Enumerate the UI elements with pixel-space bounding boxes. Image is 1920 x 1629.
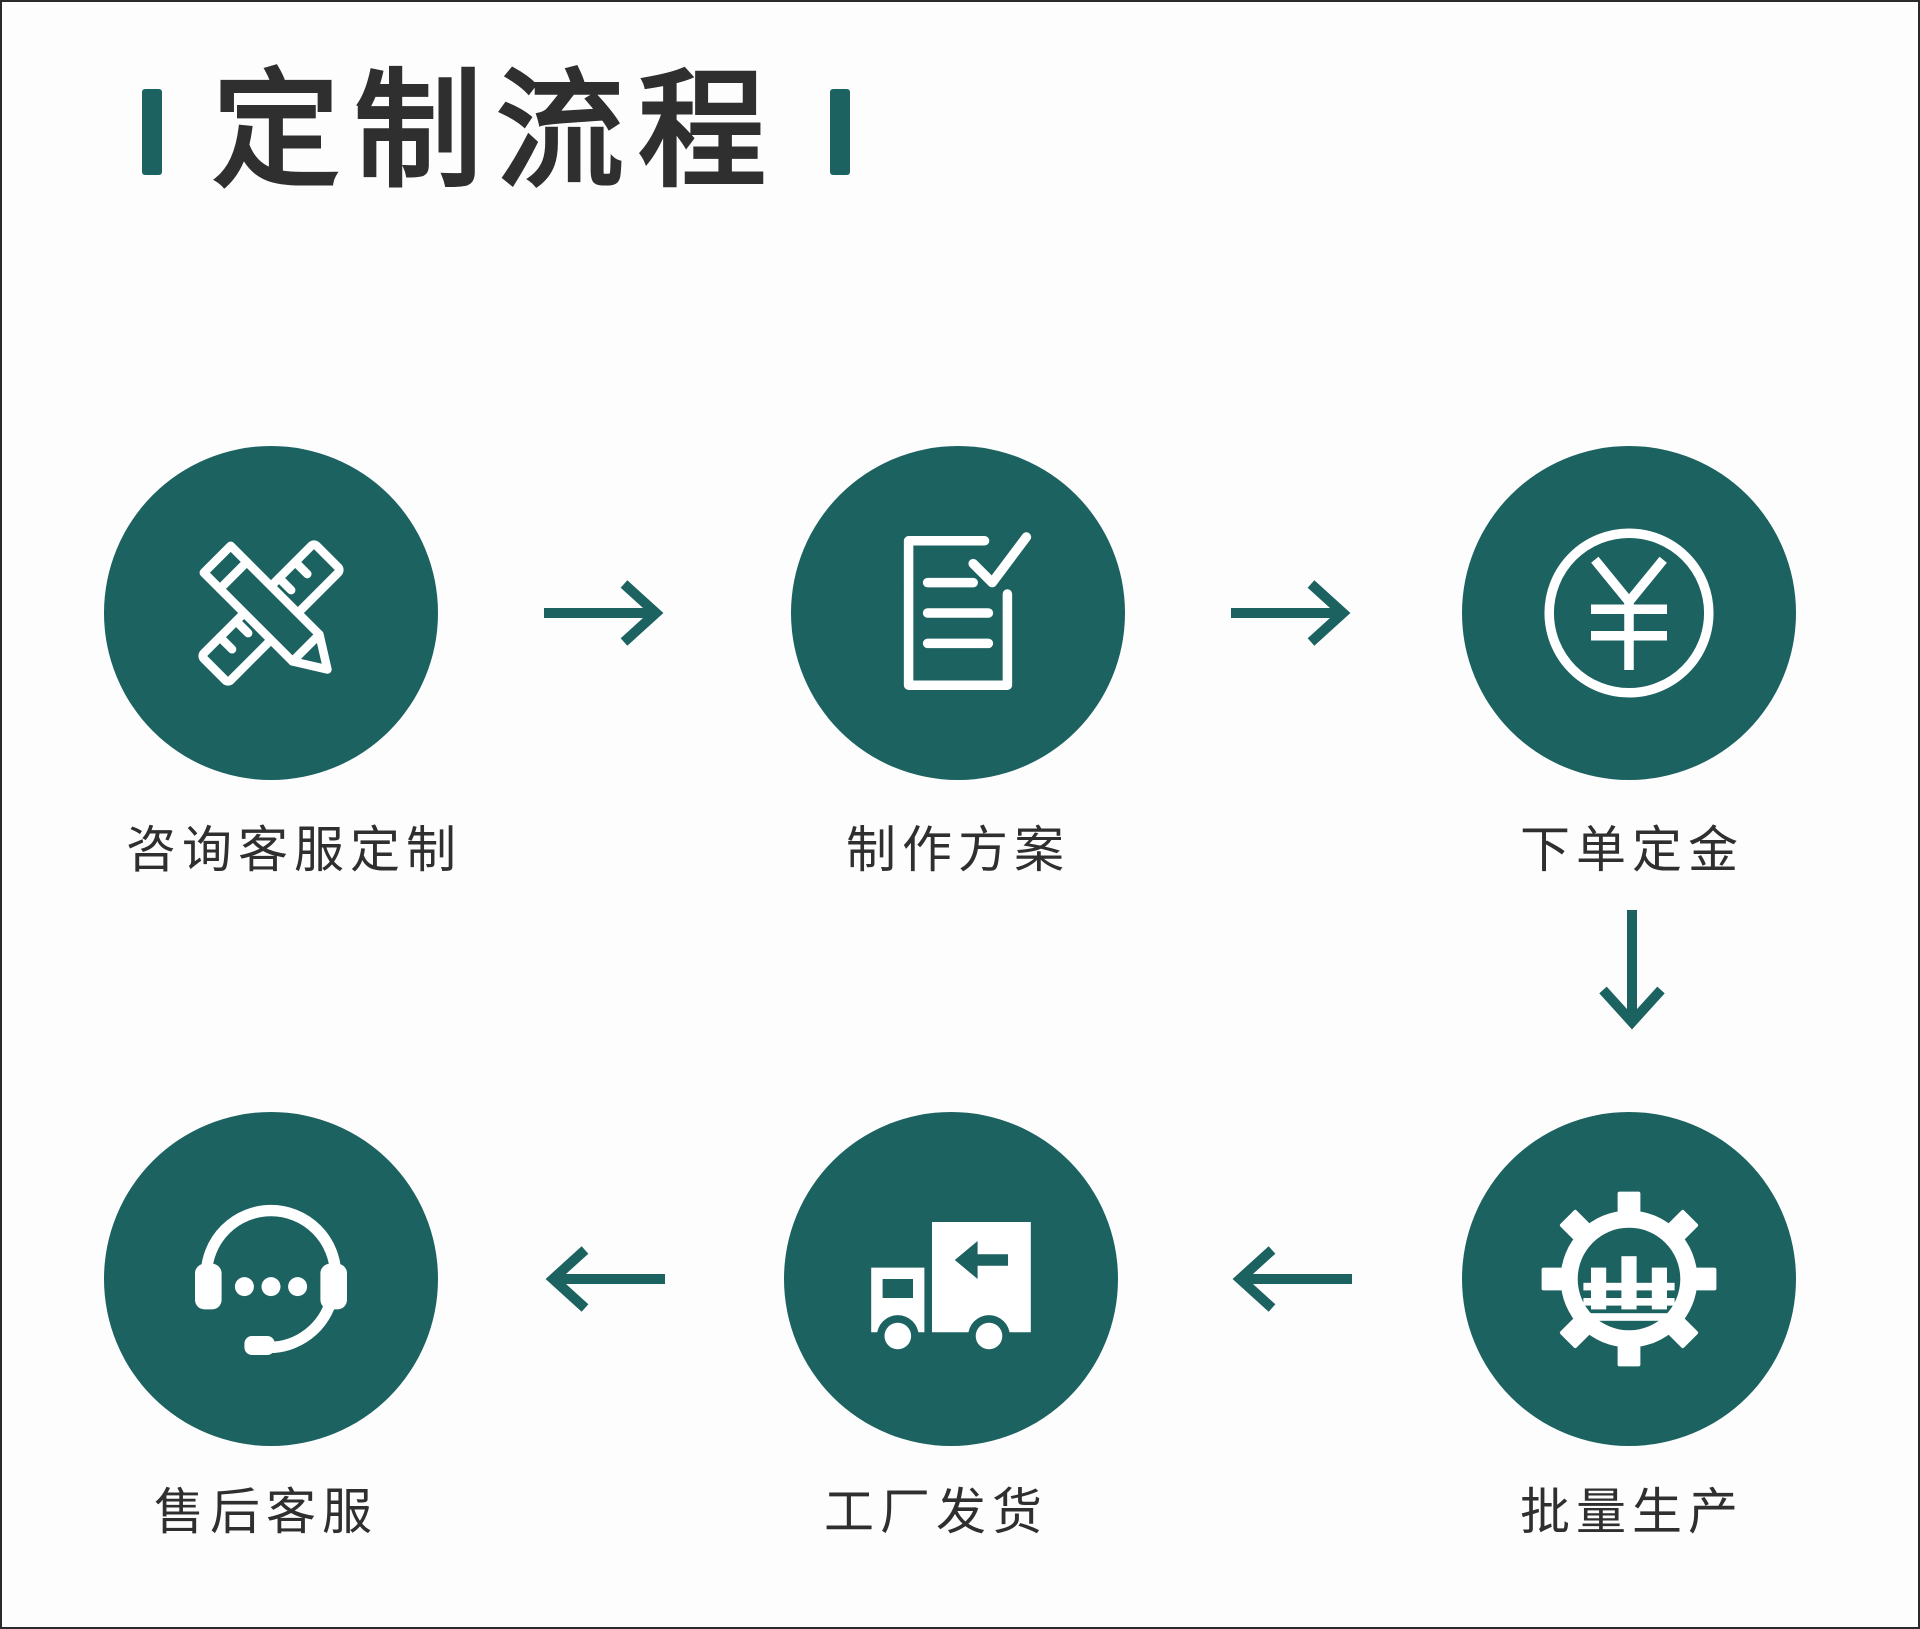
step-3-circle [1462, 446, 1796, 780]
step-5-label: 工厂发货 [824, 1483, 1048, 1541]
document-check-icon [903, 532, 1032, 690]
step-6-circle [104, 1112, 438, 1446]
title-left-bar [142, 89, 162, 175]
title-block: 定制流程 [142, 57, 851, 207]
step-2-label: 制作方案 [846, 821, 1070, 879]
headset-chat-icon [195, 1204, 347, 1355]
arrow-down [1599, 908, 1665, 1033]
title-right-bar [830, 89, 851, 175]
arrow-down-icon [1599, 910, 1665, 1030]
arrow-right-icon [1231, 580, 1351, 646]
step-2-circle [791, 446, 1125, 780]
arrow-left-2 [542, 1246, 667, 1312]
page-title: 定制流程 [212, 57, 781, 206]
arrow-left-icon [1232, 1246, 1352, 1312]
arrow-right-1 [542, 580, 667, 646]
step-3-label: 下单定金 [1520, 821, 1744, 879]
arrow-left-1 [1229, 1246, 1354, 1312]
step-4-label: 批量生产 [1520, 1483, 1744, 1541]
step-4-circle [1462, 1112, 1796, 1446]
delivery-truck-icon [871, 1222, 1031, 1357]
gear-factory-icon [1541, 1191, 1717, 1367]
step-1-label: 咨询客服定制 [126, 821, 462, 879]
yen-coin-icon [1544, 528, 1714, 698]
arrow-right-2 [1229, 580, 1354, 646]
step-1-circle [104, 446, 438, 780]
step-6-label: 售后客服 [154, 1483, 378, 1541]
arrow-left-icon [545, 1246, 665, 1312]
arrow-right-icon [544, 580, 664, 646]
pencil-ruler-icon [198, 540, 344, 686]
step-5-circle [784, 1112, 1118, 1446]
